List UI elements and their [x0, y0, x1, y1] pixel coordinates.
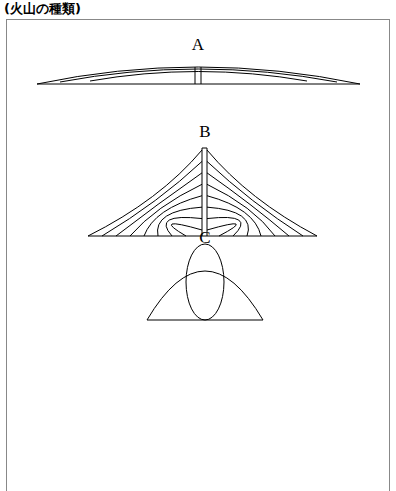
strata-line	[130, 184, 202, 236]
strata-line	[102, 161, 202, 236]
volcano-shapes	[37, 67, 360, 320]
strata-line	[207, 217, 241, 236]
strata-line	[116, 173, 202, 236]
figure-label: A	[192, 36, 204, 53]
frame	[7, 20, 390, 491]
strata-line	[207, 173, 289, 236]
strata-line	[207, 161, 303, 236]
strata-line	[207, 196, 261, 236]
strata-line	[207, 184, 275, 236]
figure-label: C	[199, 229, 210, 246]
strata-line	[144, 196, 202, 236]
strata-line	[207, 150, 317, 236]
strata-line	[158, 207, 202, 236]
figure-label: B	[199, 123, 210, 140]
strata-line	[207, 224, 236, 236]
heading: (火山の種類)	[4, 2, 81, 15]
strata-line	[171, 224, 202, 236]
strata-line	[88, 150, 202, 236]
strata-line	[207, 207, 248, 236]
strata-line	[166, 217, 202, 236]
